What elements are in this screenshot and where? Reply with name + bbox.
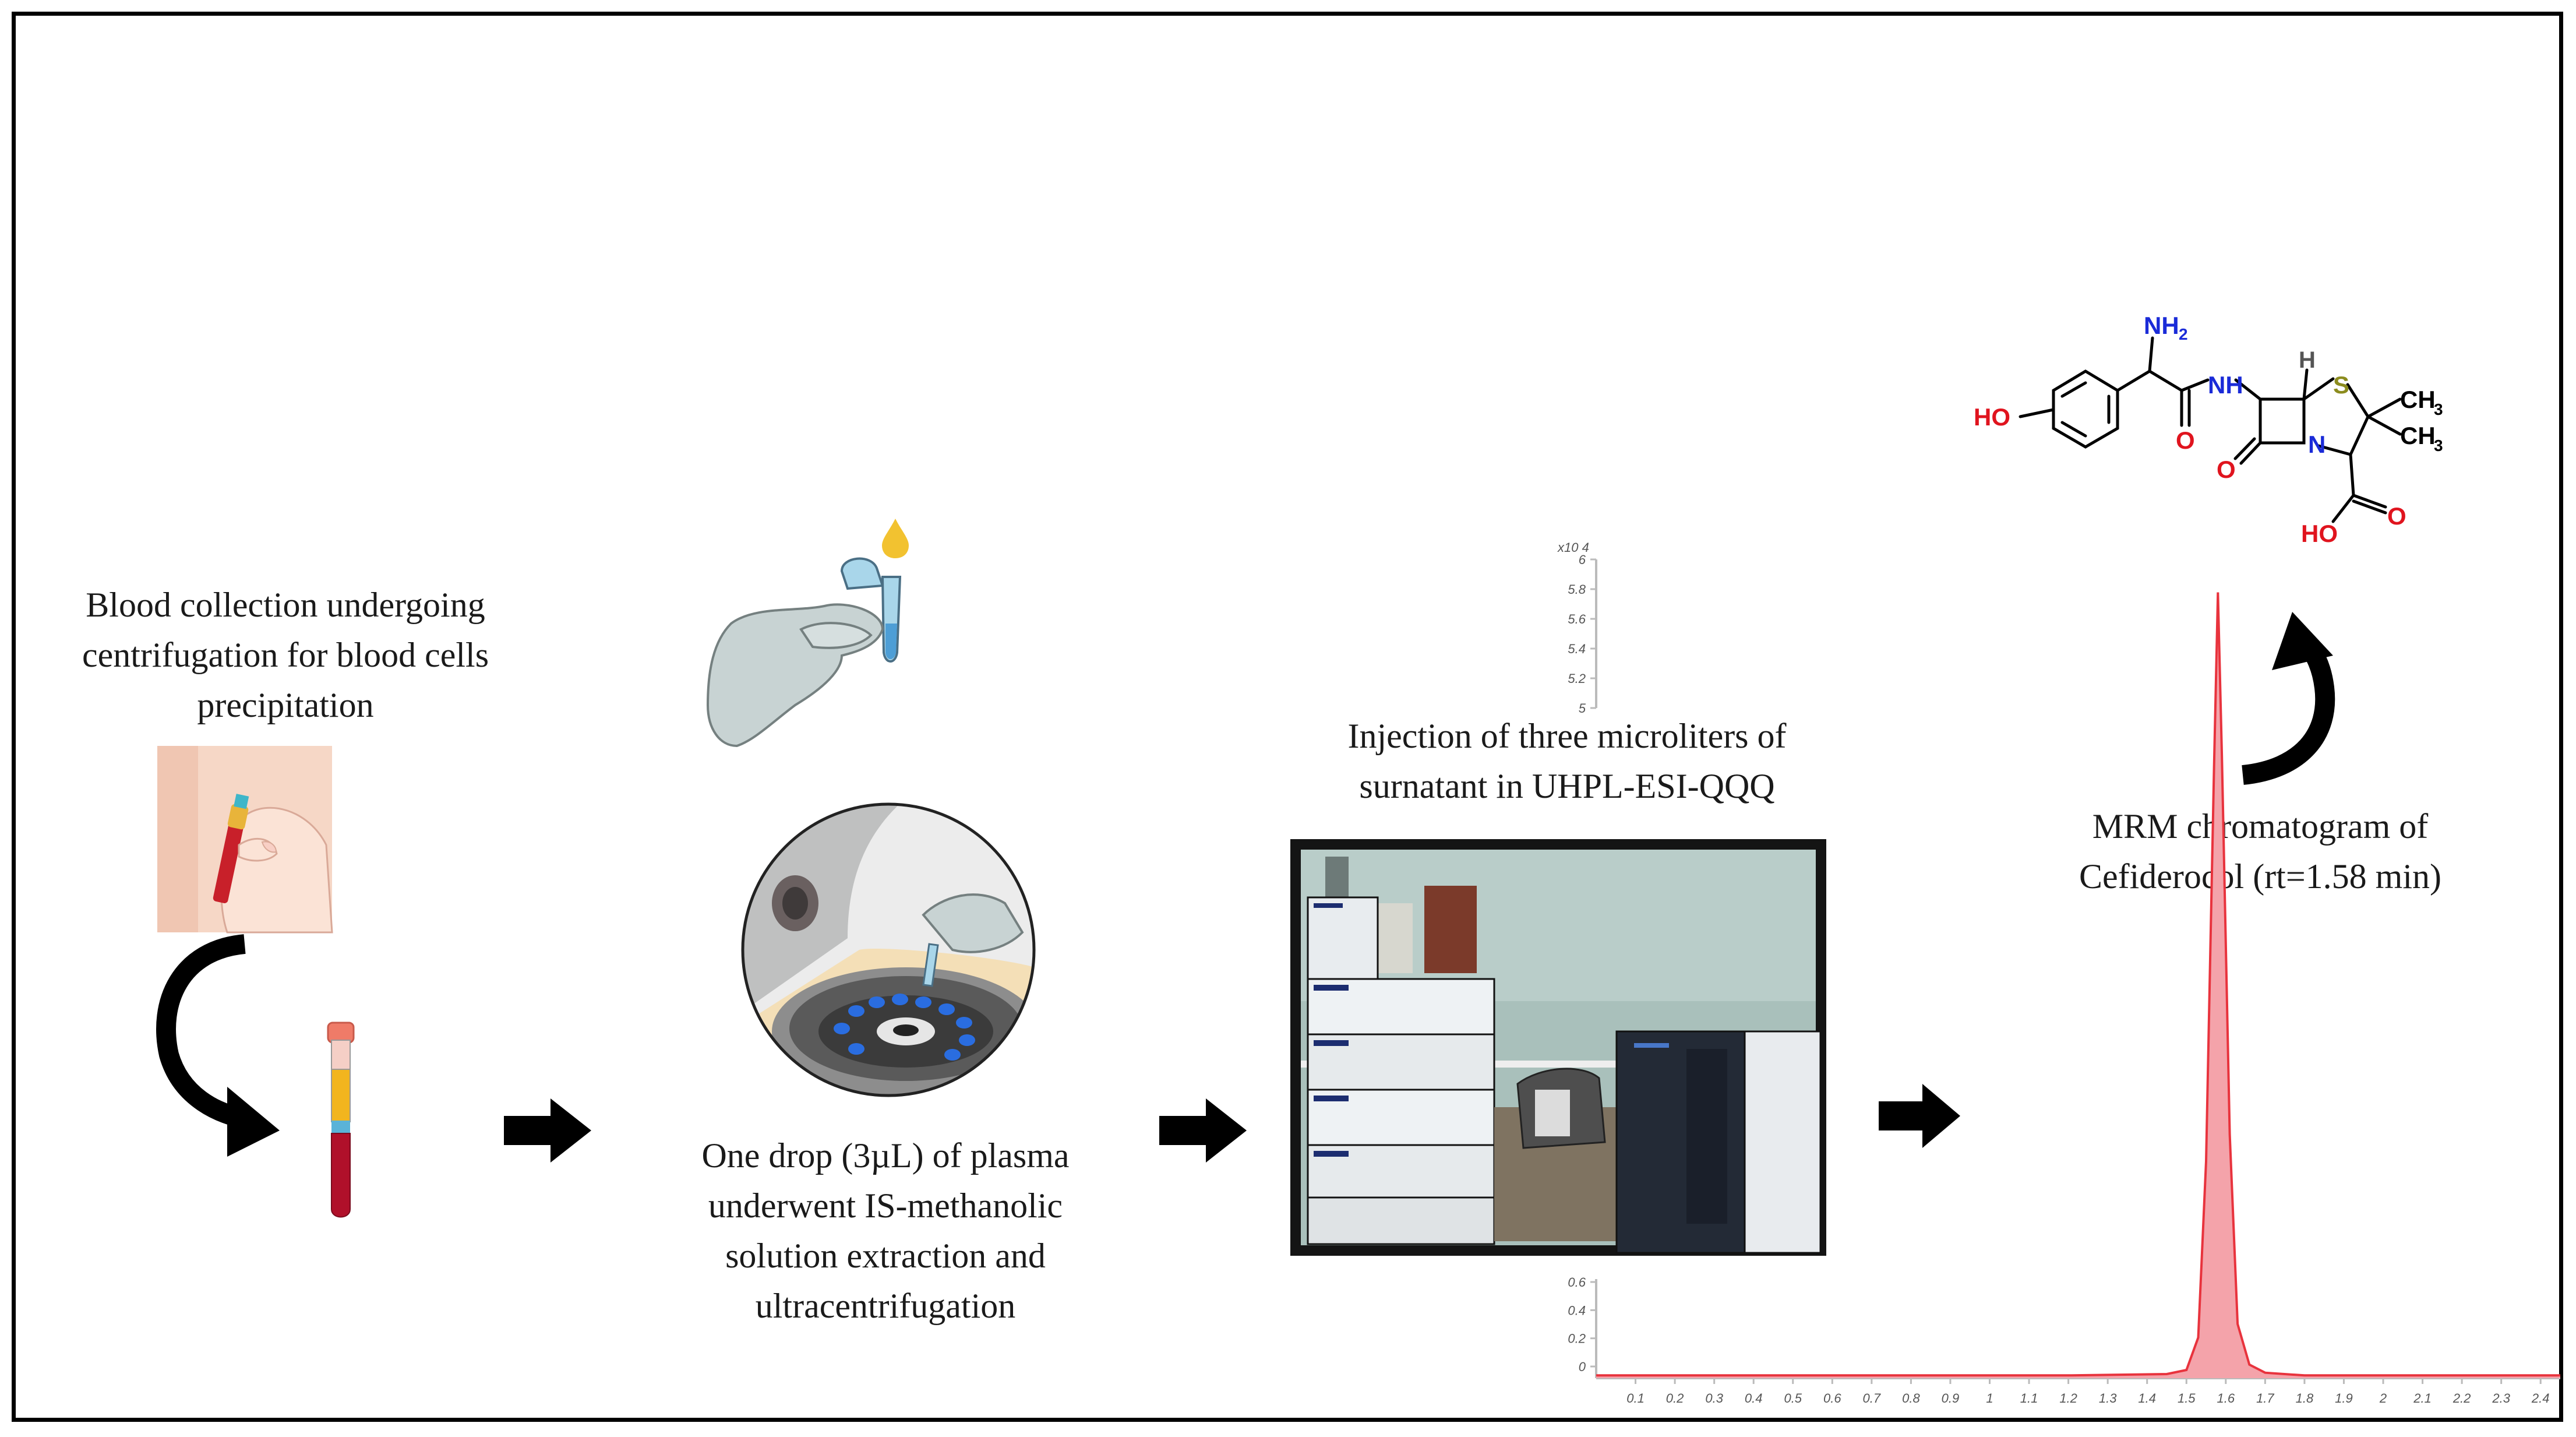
x-tick-label: 2.2 bbox=[2453, 1391, 2471, 1406]
acid-o-label: O bbox=[2387, 502, 2406, 530]
injection-caption-line: Injection of three microliters of bbox=[1347, 717, 1787, 755]
upper-y-tick-label: 5 bbox=[1579, 701, 1586, 716]
plasma-caption: One drop (3µL) of plasma underwent IS-me… bbox=[629, 1130, 1142, 1331]
figure-frame bbox=[12, 12, 2563, 1422]
blood-tube-icon bbox=[327, 1022, 355, 1218]
blood-caption-line: precipitation bbox=[197, 686, 374, 724]
upper-y-tick-label: 6 bbox=[1579, 552, 1586, 567]
lower-y-tick-label: 0 bbox=[1579, 1359, 1586, 1374]
curved-arrow-icon bbox=[156, 934, 280, 1157]
x-tick-label: 2 bbox=[2379, 1391, 2387, 1406]
blood-caption-line: centrifugation for blood cells bbox=[82, 636, 489, 674]
curved-arrow-up-icon bbox=[2242, 612, 2335, 785]
blood-caption-line: Blood collection undergoing bbox=[86, 586, 485, 624]
chromatogram-series bbox=[1596, 592, 2560, 1378]
nh-label: NH bbox=[2208, 371, 2243, 399]
x-tick-label: 1.3 bbox=[2099, 1391, 2117, 1406]
ch3-label-top: CH bbox=[2400, 386, 2436, 413]
cefiderocol-structure: HO NH 2 O NH H S CH 3 CH 3 N O O HO bbox=[1974, 312, 2443, 547]
upper-y-tick-label: 5.8 bbox=[1568, 582, 1586, 597]
arrow-right-icon bbox=[1879, 1084, 1960, 1148]
x-tick-label: 1.4 bbox=[2138, 1391, 2156, 1406]
mrm-caption-line: MRM chromatogram of bbox=[2092, 807, 2429, 846]
uhplc-ms-instrument-photo bbox=[1290, 839, 1826, 1256]
x-tick-label: 0.1 bbox=[1626, 1391, 1645, 1406]
acid-ho-label: HO bbox=[2301, 520, 2338, 547]
nh2-label: NH bbox=[2144, 312, 2179, 339]
blood-draw-illustration bbox=[157, 746, 333, 934]
x-tick-label: 0.5 bbox=[1784, 1391, 1802, 1406]
mrm-caption: MRM chromatogram of Cefiderocol (rt=1.58… bbox=[1969, 801, 2552, 901]
chromatogram-line bbox=[1596, 592, 2560, 1377]
centrifuge-illustration bbox=[741, 802, 1036, 1097]
x-tick-label: 2.4 bbox=[2531, 1391, 2550, 1406]
glove-thumb bbox=[799, 622, 873, 649]
ch3-subscript-top: 3 bbox=[2434, 400, 2443, 418]
plasma-caption-line: One drop (3µL) of plasma bbox=[701, 1136, 1070, 1175]
s-label: S bbox=[2333, 371, 2349, 399]
gloved-hand-with-tube-illustration bbox=[706, 557, 902, 748]
syringe-cap bbox=[227, 804, 249, 830]
x-tick-label: 1.1 bbox=[2020, 1391, 2038, 1406]
x-tick-label: 1.7 bbox=[2256, 1391, 2274, 1406]
x-tick-label: 1.9 bbox=[2335, 1391, 2353, 1406]
x-tick-label: 0.8 bbox=[1902, 1391, 1920, 1406]
glove bbox=[706, 603, 884, 748]
peak-area bbox=[1596, 592, 2560, 1378]
ho-label: HO bbox=[1974, 403, 2010, 431]
syringe-hub bbox=[234, 794, 249, 809]
plasma-caption-line: solution extraction and bbox=[725, 1237, 1046, 1275]
upper-y-tick-label: 5.4 bbox=[1568, 642, 1586, 656]
x-tick-label: 2.3 bbox=[2492, 1391, 2510, 1406]
x-tick-label: 0.7 bbox=[1863, 1391, 1881, 1406]
injection-caption-line: surnatant in UHPL-ESI-QQQ bbox=[1359, 767, 1775, 805]
plasma-caption-line: ultracentrifugation bbox=[755, 1287, 1016, 1325]
syringe-barrel bbox=[213, 816, 245, 903]
x-tick-label: 0.9 bbox=[1942, 1391, 1960, 1406]
upper-y-tick-label: 5.2 bbox=[1568, 671, 1586, 686]
blood-caption: Blood collection undergoing centrifugati… bbox=[23, 580, 548, 730]
lower-y-tick-label: 0.4 bbox=[1568, 1303, 1586, 1318]
x-tick-label: 1.8 bbox=[2296, 1391, 2314, 1406]
nh2-subscript: 2 bbox=[2179, 325, 2188, 343]
x-tick-labels: 0.1 0.2 0.3 0.4 0.5 0.6 0.7 0.8 0.9 1 1.1 1.2 1.3 1.4… bbox=[1626, 1378, 2550, 1406]
x-tick-label: 1.6 bbox=[2217, 1391, 2235, 1406]
x-tick-label: 2.1 bbox=[2413, 1391, 2432, 1406]
injection-caption: Injection of three microliters of surnat… bbox=[1258, 711, 1876, 811]
tube-liquid bbox=[885, 624, 897, 660]
upper-y-axis: x10 4 5 5.2 5.4 5.6 5.8 6 bbox=[1557, 540, 1597, 716]
lower-y-tick-label: 0.6 bbox=[1568, 1275, 1586, 1290]
carbonyl-o-label: O bbox=[2176, 427, 2195, 454]
arm-shadow bbox=[157, 746, 198, 932]
x-tick-label: 1.2 bbox=[2059, 1391, 2077, 1406]
tube-lid bbox=[840, 557, 884, 590]
x-tick-label: 1 bbox=[1986, 1391, 1993, 1406]
x-tick-label: 0.3 bbox=[1705, 1391, 1723, 1406]
lower-y-axis: 0 0.2 0.4 0.6 bbox=[1568, 1275, 1597, 1378]
arrow-right-icon bbox=[504, 1098, 591, 1163]
mrm-caption-line: Cefiderocol (rt=1.58 min) bbox=[2079, 857, 2441, 896]
x-tick-label: 0.2 bbox=[1666, 1391, 1684, 1406]
x-tick-label: 0.6 bbox=[1823, 1391, 1841, 1406]
h-label: H bbox=[2299, 347, 2316, 373]
ch3-subscript-bottom: 3 bbox=[2434, 436, 2443, 455]
y-exponent-label: x10 4 bbox=[1557, 540, 1589, 555]
upper-y-tick-label: 5.6 bbox=[1568, 612, 1586, 626]
lactam-o-label: O bbox=[2217, 456, 2236, 483]
arrow-right-icon bbox=[1159, 1098, 1247, 1163]
ch3-label-bottom: CH bbox=[2400, 422, 2436, 449]
lower-y-tick-label: 0.2 bbox=[1568, 1332, 1586, 1346]
ring-n-label: N bbox=[2308, 431, 2326, 458]
fingernail bbox=[261, 841, 277, 853]
plasma-caption-line: underwent IS-methanolic bbox=[708, 1186, 1063, 1225]
droplet-icon bbox=[882, 519, 909, 558]
x-tick-label: 1.5 bbox=[2178, 1391, 2196, 1406]
x-tick-label: 0.4 bbox=[1745, 1391, 1763, 1406]
